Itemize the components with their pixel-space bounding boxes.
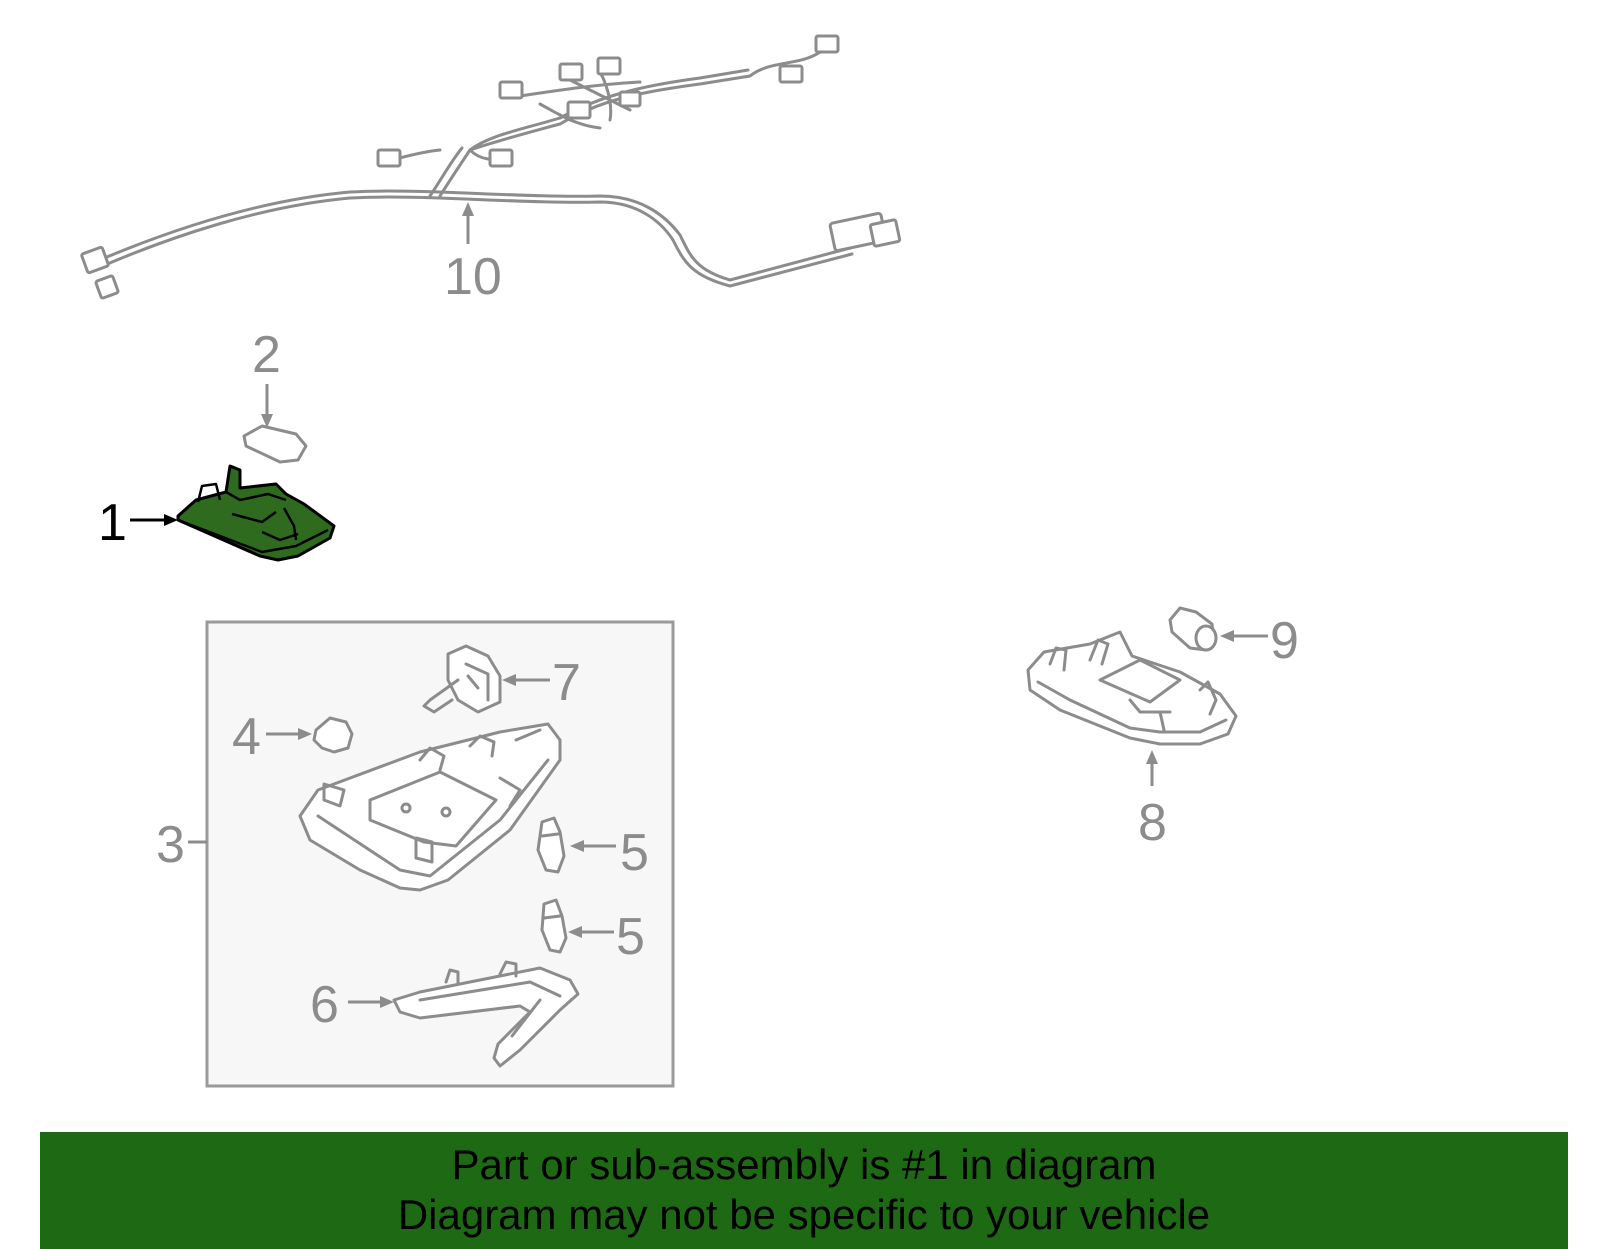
callout-3-label: 3 xyxy=(156,816,185,874)
part-8-lamp-housing[interactable] xyxy=(1026,630,1238,746)
part-10-wiring-harness[interactable] xyxy=(80,34,902,300)
callout-3: 3 xyxy=(156,816,207,874)
callout-5-lower: 5 xyxy=(568,908,645,966)
part-3-console-housing[interactable] xyxy=(298,722,562,892)
callout-5a-label: 5 xyxy=(620,824,649,882)
callout-2-label: 2 xyxy=(252,326,281,384)
callout-5b-label: 5 xyxy=(616,908,645,966)
callout-9: 9 xyxy=(1220,612,1299,670)
callout-4-label: 4 xyxy=(232,708,261,766)
callout-7: 7 xyxy=(502,654,581,712)
callout-10: 10 xyxy=(444,202,502,306)
part-4-clip[interactable] xyxy=(312,716,354,754)
callout-6: 6 xyxy=(310,976,394,1034)
callout-6-label: 6 xyxy=(310,976,339,1034)
callout-9-label: 9 xyxy=(1270,612,1299,670)
part-7-switch[interactable] xyxy=(422,644,502,714)
callout-8-label: 8 xyxy=(1138,794,1167,852)
callout-4: 4 xyxy=(232,708,312,766)
part-2-bulb[interactable] xyxy=(242,424,308,464)
callout-10-label: 10 xyxy=(444,248,502,306)
callout-5-upper: 5 xyxy=(570,824,649,882)
callout-2: 2 xyxy=(252,326,281,428)
banner-line-1: Part or sub-assembly is #1 in diagram xyxy=(451,1141,1157,1188)
banner-line-2: Diagram may not be specific to your vehi… xyxy=(397,1191,1211,1238)
part-5-upper-clip[interactable] xyxy=(536,816,566,874)
callout-8: 8 xyxy=(1138,750,1167,852)
callout-1-label: 1 xyxy=(98,494,127,552)
callout-1: 1 xyxy=(98,494,178,552)
callout-7-label: 7 xyxy=(552,654,581,712)
part-5-lower-clip[interactable] xyxy=(540,898,568,954)
part-9-bulb[interactable] xyxy=(1168,606,1218,652)
part-1-lamp-assembly-highlighted[interactable] xyxy=(176,464,336,562)
info-banner: Part or sub-assembly is #1 in diagram Di… xyxy=(40,1132,1568,1249)
part-6-trim-bezel[interactable] xyxy=(392,960,580,1068)
